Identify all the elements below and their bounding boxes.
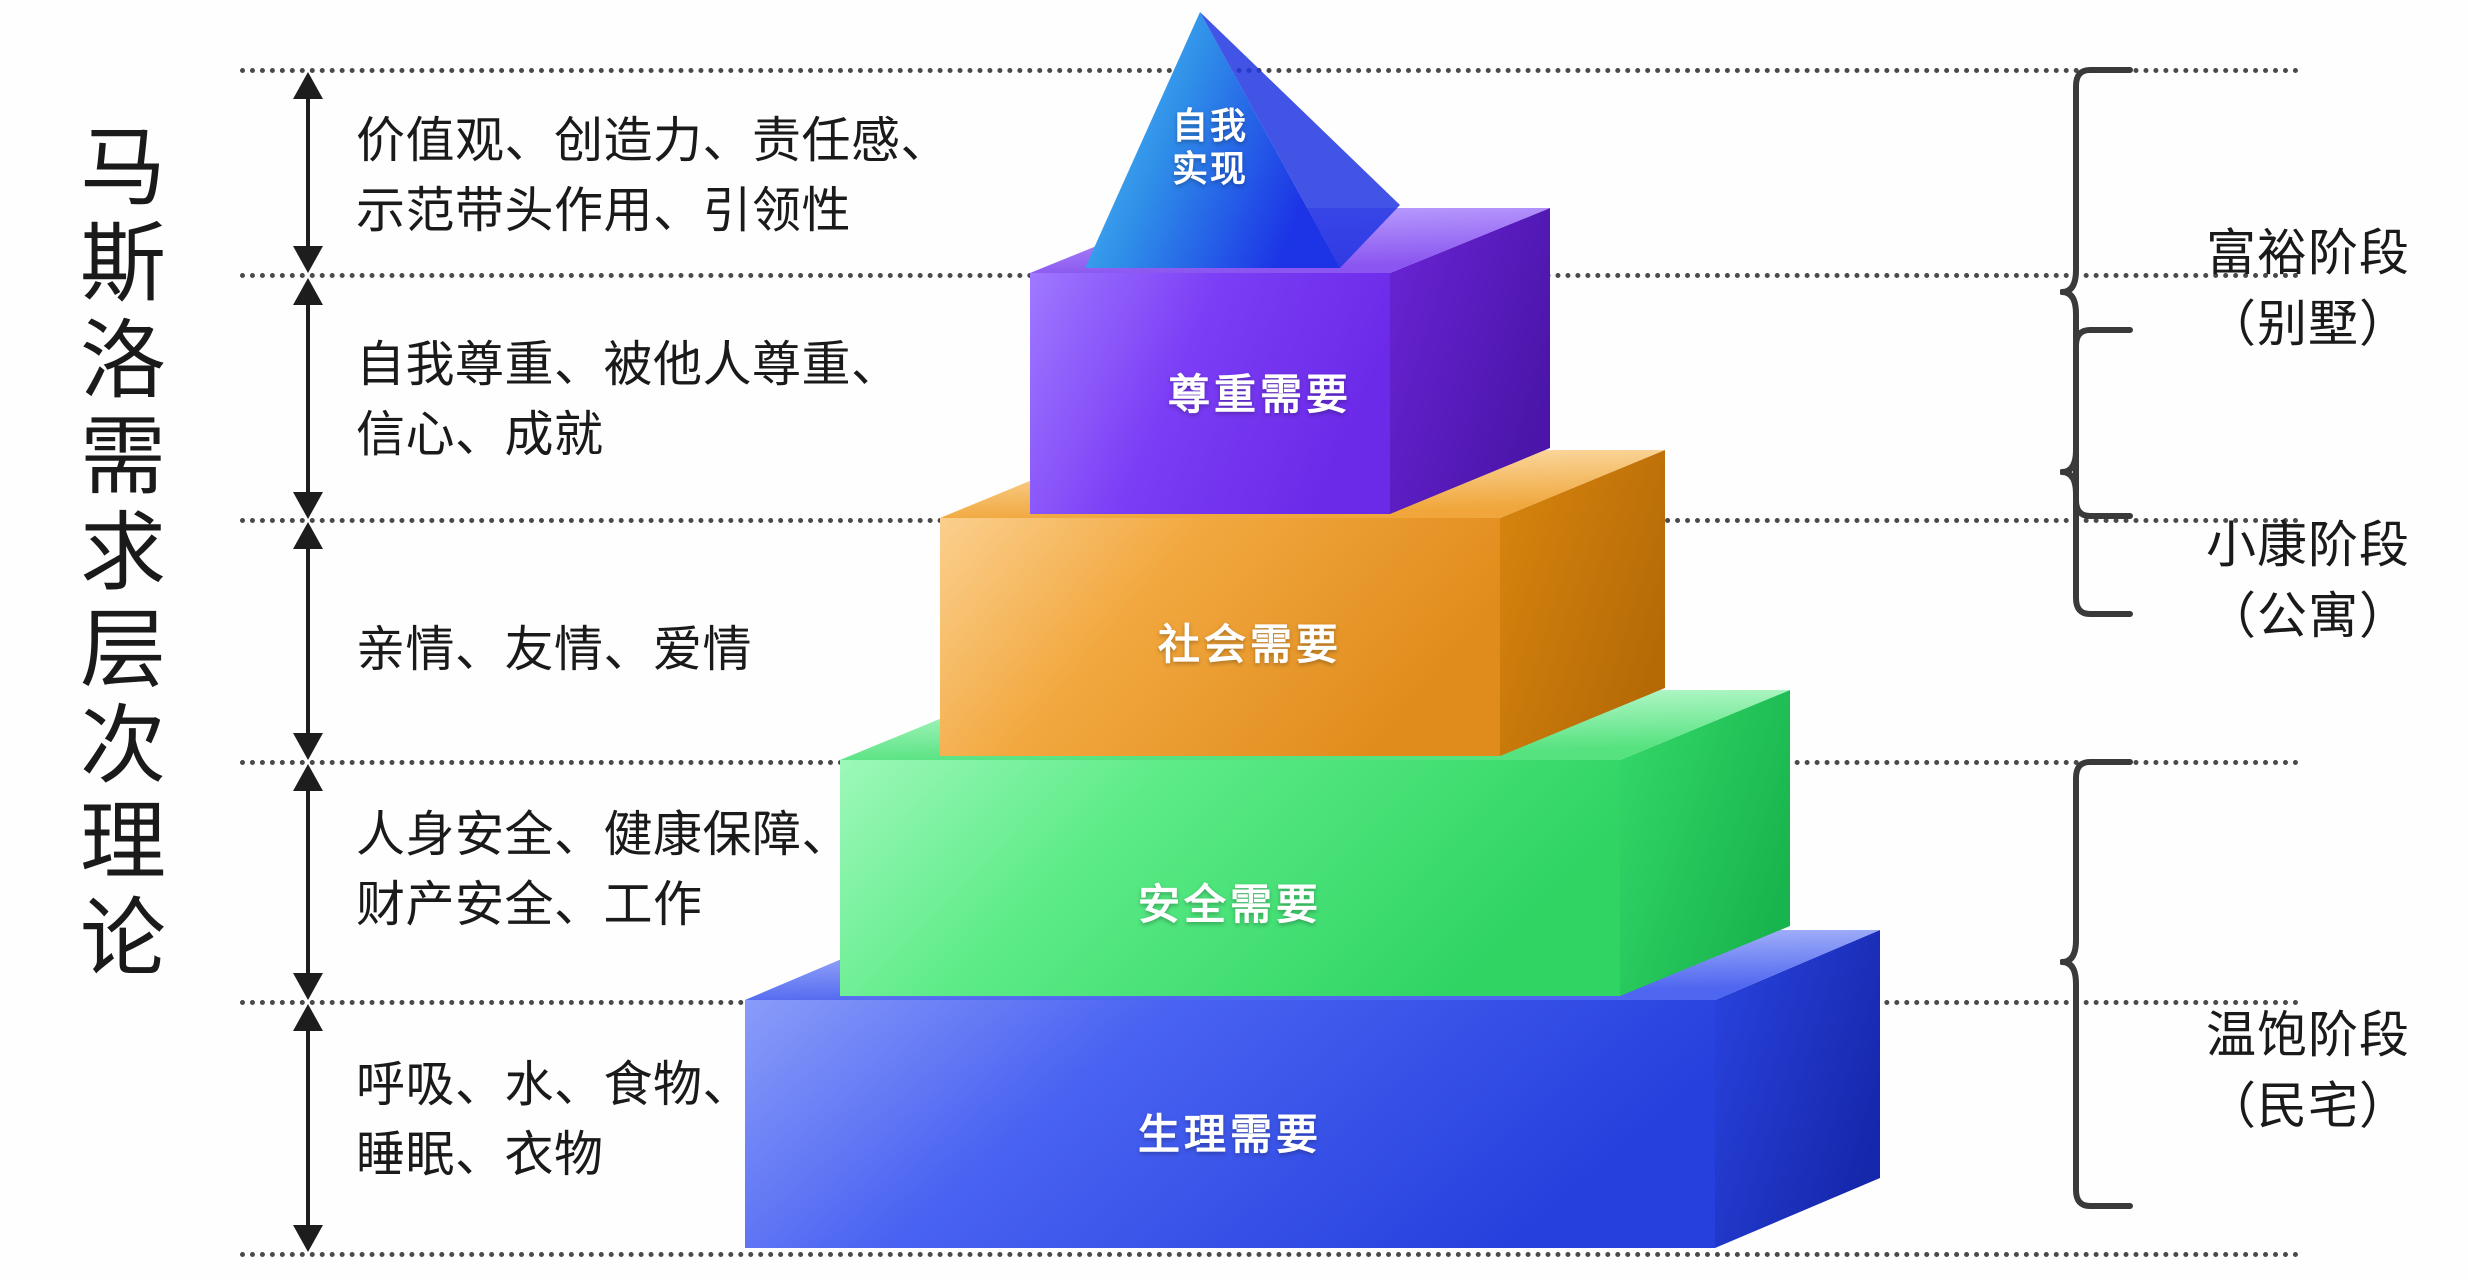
self-actualization-desc: 价值观、创造力、责任感、 示范带头作用、引领性 [356,112,951,239]
measure-axis-2 [306,284,310,512]
stage-welloff-label: 小康阶段 （公寓） [2206,516,2410,645]
title-char-8: 论 [80,888,166,989]
title-char-2: 洛 [80,310,166,411]
measure-arrow-1-down [293,246,323,273]
measure-axis-5 [306,1010,310,1242]
measure-arrow-1-up [293,72,323,99]
measure-arrow-4-up [293,764,323,791]
brace-subsistence [2060,759,2133,1209]
measure-arrow-5-up [293,1004,323,1031]
esteem-desc: 自我尊重、被他人尊重、 信心、成就 [356,336,901,463]
tier-self-actualization-shape [1085,12,1400,268]
measure-axis-4 [306,770,310,992]
measure-arrow-2-up [293,278,323,305]
measure-arrow-4-down [293,973,323,1000]
title-char-3: 需 [80,406,166,507]
title-char-6: 次 [80,695,166,796]
title-char-1: 斯 [80,214,166,315]
pyramid-svg [745,12,1880,1248]
title-char-7: 理 [80,792,166,893]
level-separator-bottom [240,1252,2300,1257]
brace-affluent [2060,67,2133,519]
social-desc: 亲情、友情、爱情 [356,621,753,678]
stage-brace-group [2060,67,2133,1209]
brace-welloff [2060,327,2133,617]
measure-arrow-3-up [293,522,323,549]
page-title: 马 斯 洛 需 求 层 次 理 论 [48,120,198,1120]
measure-arrow-5-down [293,1225,323,1252]
measure-axis-3 [306,528,310,753]
title-char-5: 层 [80,599,166,700]
stage-subsistence-label: 温饱阶段 （民宅） [2206,1006,2410,1135]
level-separator-top [240,68,2300,73]
title-char-4: 求 [80,503,166,604]
title-char-0: 马 [80,118,166,218]
pyramid-graphic: 自我 实现 尊重需要 社会需要 安全需要 生理需要 [700,0,2100,1280]
measure-arrow-2-down [293,492,323,519]
measure-arrow-3-down [293,733,323,760]
safety-desc: 人身安全、健康保障、 财产安全、工作 [356,806,852,933]
stage-affluent-label: 富裕阶段 （别墅） [2206,224,2410,353]
physiological-desc: 呼吸、水、食物、 睡眠、衣物 [356,1056,753,1183]
measure-axis-1 [306,78,310,266]
